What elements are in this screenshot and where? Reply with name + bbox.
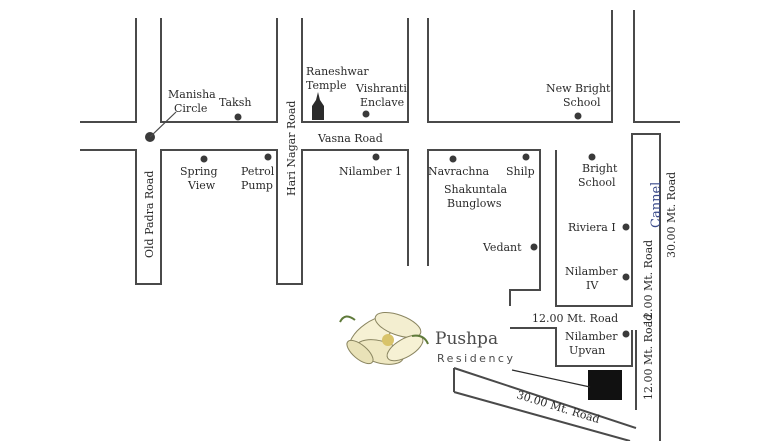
place-label-spring-line1: Spring bbox=[180, 165, 217, 178]
road-label-vasna: Vasna Road bbox=[317, 132, 383, 145]
place-label-nilamber4-line1: Nilamber bbox=[565, 265, 618, 278]
road-label-12m-vertical-lower: 12.00 Mt. Road bbox=[642, 314, 655, 400]
marker-riviera bbox=[622, 223, 630, 231]
place-label-nilamber4-line2: IV bbox=[586, 279, 599, 292]
place-label-manisha-line1: Manisha bbox=[168, 88, 216, 101]
marker-petrol-pump bbox=[264, 153, 272, 161]
place-label-upvan-line2: Upvan bbox=[569, 344, 605, 357]
block-edge bbox=[631, 133, 661, 441]
marker-vedant bbox=[530, 243, 538, 251]
marker-upvan bbox=[622, 330, 630, 338]
flower-logo-icon bbox=[339, 312, 429, 365]
marker-nilamber1 bbox=[372, 153, 380, 161]
place-label-raneshwar-line1: Raneshwar bbox=[306, 65, 369, 78]
place-label-shakuntala-line1: Shakuntala bbox=[444, 183, 508, 196]
place-label-nilamber1: Nilamber 1 bbox=[339, 165, 402, 178]
manisha-leader bbox=[149, 111, 177, 138]
place-label-bright-line2: School bbox=[578, 176, 616, 189]
site-pointer bbox=[511, 369, 591, 388]
block-edge bbox=[510, 327, 633, 367]
road-label-old-padra: Old Padra Road bbox=[143, 171, 156, 258]
temple-icon bbox=[312, 92, 324, 120]
road-network bbox=[80, 10, 680, 441]
place-label-riviera: Riviera I bbox=[568, 221, 616, 234]
block-edge bbox=[160, 18, 278, 123]
marker-bright-school bbox=[588, 153, 596, 161]
place-label-navrachna: Navrachna bbox=[428, 165, 490, 178]
road-label-12m-horizontal: 12.00 Mt. Road bbox=[532, 312, 618, 325]
road-label-cannel: Cannel bbox=[649, 182, 664, 228]
place-label-raneshwar-line2: Temple bbox=[306, 79, 347, 92]
brand-subtitle: Residency bbox=[437, 352, 515, 365]
place-label-vishranti-line2: Enclave bbox=[360, 96, 404, 109]
place-label-vedant: Vedant bbox=[482, 241, 522, 254]
place-label-vishranti-line1: Vishranti bbox=[355, 82, 407, 95]
block-edge bbox=[301, 18, 409, 123]
block-edge bbox=[80, 149, 409, 285]
place-label-petrol-line2: Pump bbox=[241, 179, 273, 192]
place-label-taksh: Taksh bbox=[219, 96, 251, 109]
marker-nilamber4 bbox=[622, 273, 630, 281]
brand-title: Pushpa bbox=[435, 329, 498, 349]
block-edge bbox=[555, 150, 633, 307]
marker-vishranti bbox=[362, 110, 370, 118]
place-markers bbox=[145, 110, 630, 338]
block-edge bbox=[427, 149, 541, 306]
place-label-spring-line2: View bbox=[187, 179, 216, 192]
place-label-shilp: Shilp bbox=[506, 165, 535, 178]
site-block-icon bbox=[588, 370, 622, 400]
place-label-upvan-line1: Nilamber bbox=[565, 330, 618, 343]
block-edge bbox=[633, 10, 680, 123]
marker-navrachna bbox=[449, 155, 457, 163]
place-label-new-bright-line1: New Bright bbox=[546, 82, 611, 95]
place-label-manisha-line2: Circle bbox=[174, 102, 207, 115]
road-label-hari-nagar: Hari Nagar Road bbox=[285, 101, 298, 196]
block-edge bbox=[427, 10, 613, 123]
road-label-12m-vertical-upper: 12.00 Mt. Road bbox=[642, 240, 655, 326]
marker-shilp bbox=[522, 153, 530, 161]
place-label-petrol-line1: Petrol bbox=[241, 165, 275, 178]
place-label-shakuntala-line2: Bunglows bbox=[447, 197, 502, 210]
block-edge bbox=[80, 18, 137, 123]
block-edge bbox=[453, 391, 631, 441]
marker-taksh bbox=[234, 113, 242, 121]
marker-new-bright bbox=[574, 112, 582, 120]
block-edge bbox=[453, 367, 637, 429]
place-label-new-bright-line2: School bbox=[563, 96, 601, 109]
place-label-bright-line1: Bright bbox=[582, 162, 618, 175]
road-label-30m-right: 30.00 Mt. Road bbox=[665, 172, 678, 258]
marker-spring-view bbox=[200, 155, 208, 163]
